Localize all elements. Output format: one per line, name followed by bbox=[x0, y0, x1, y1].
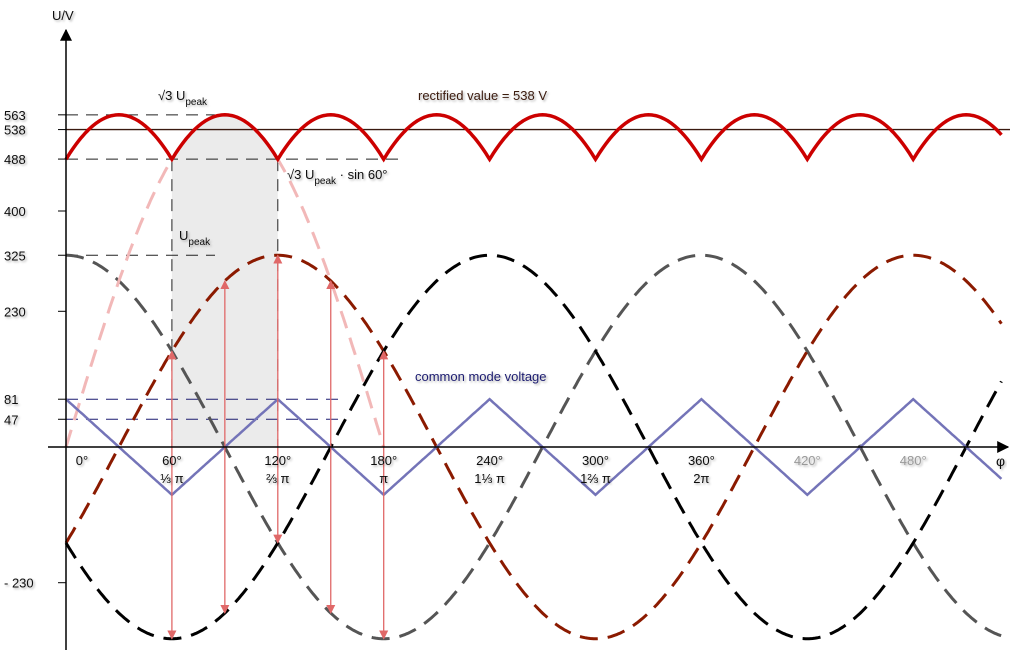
annotation-sqrt3-upeak-sin60-sub: peak bbox=[314, 176, 337, 187]
y-tick-label-text: 47 bbox=[4, 412, 18, 427]
x-tick-label-text: 240° bbox=[476, 453, 503, 468]
series-phase-3 bbox=[64, 253, 1003, 641]
x-tick-label-text: 480° bbox=[900, 453, 927, 468]
annotation-common-mode-voltage-main: common mode voltage bbox=[415, 369, 547, 384]
y-tick-label-text: 538 bbox=[4, 123, 26, 138]
annotation-sqrt3-upeak: √3 Upeak bbox=[158, 88, 208, 108]
x-tick-label: 300° bbox=[582, 453, 609, 468]
y-tick-label-text: 325 bbox=[4, 248, 26, 263]
y-axis-label-text: U/V bbox=[52, 8, 74, 23]
annotation-sqrt3-upeak-sin60-main: √3 U bbox=[287, 167, 314, 182]
x-axis-label-text: φ bbox=[996, 453, 1005, 469]
x-tick-sublabel-text: π bbox=[379, 471, 388, 486]
x-tick-label-text: 300° bbox=[582, 453, 609, 468]
y-tick-label-text: 488 bbox=[4, 152, 26, 167]
y-tick-label-text: 81 bbox=[4, 392, 18, 407]
x-tick-sublabel-text: 1⅔ π bbox=[580, 471, 611, 486]
x-tick-label: 480° bbox=[900, 453, 927, 468]
x-tick-sublabel-text: ⅓ π bbox=[160, 471, 183, 486]
x-tick-label-text: 420° bbox=[794, 453, 821, 468]
x-tick-label: 60° bbox=[162, 453, 182, 468]
y-axis-label: U/V bbox=[52, 8, 74, 23]
annotation-sqrt3-upeak-sub: peak bbox=[185, 97, 208, 108]
y-tick-label-text: 400 bbox=[4, 204, 26, 219]
x-tick-sublabel-text: 2π bbox=[693, 471, 709, 486]
x-tick-label-text: 0° bbox=[76, 453, 88, 468]
y-tick-label-text: 230 bbox=[4, 304, 26, 319]
y-tick-label: - 230 bbox=[4, 576, 34, 591]
x-tick-label-text: 120° bbox=[264, 453, 291, 468]
y-tick-label-text: - 230 bbox=[4, 576, 34, 591]
annotation-upeak: Upeak bbox=[179, 228, 211, 248]
y-tick-label: 400 bbox=[4, 204, 26, 219]
x-tick-sublabel: ⅔ π bbox=[266, 471, 289, 486]
x-tick-label-text: 60° bbox=[162, 453, 182, 468]
x-tick-label: 180° bbox=[370, 453, 397, 468]
annotation-sqrt3-upeak-main: √3 U bbox=[158, 88, 185, 103]
x-tick-label-text: 180° bbox=[370, 453, 397, 468]
x-tick-sublabel: 1⅔ π bbox=[580, 471, 611, 486]
y-tick-label: 488 bbox=[4, 152, 26, 167]
y-tick-label: 563 bbox=[4, 108, 26, 123]
y-tick-label: 47 bbox=[4, 412, 18, 427]
x-tick-sublabel: ⅓ π bbox=[160, 471, 183, 486]
x-tick-label: 360° bbox=[688, 453, 715, 468]
annotation-rectified-value: rectified value = 538 V bbox=[418, 88, 547, 103]
series-phase-2 bbox=[64, 253, 1003, 641]
x-tick-sublabel: 2π bbox=[693, 471, 709, 486]
x-tick-label: 0° bbox=[76, 453, 88, 468]
x-tick-sublabel: 1⅓ π bbox=[474, 471, 505, 486]
y-tick-label: 325 bbox=[4, 248, 26, 263]
x-tick-label: 240° bbox=[476, 453, 503, 468]
y-tick-label: 538 bbox=[4, 123, 26, 138]
x-axis-label: φ bbox=[996, 453, 1005, 469]
x-tick-label: 420° bbox=[794, 453, 821, 468]
x-tick-sublabel: π bbox=[379, 471, 388, 486]
annotation-upeak-main: U bbox=[179, 228, 188, 243]
y-tick-label: 81 bbox=[4, 392, 18, 407]
annotation-common-mode-voltage: common mode voltage bbox=[415, 369, 547, 384]
y-tick-label-text: 563 bbox=[4, 108, 26, 123]
annotation-rectified-value-main: rectified value = 538 V bbox=[418, 88, 547, 103]
x-tick-label-text: 360° bbox=[688, 453, 715, 468]
x-tick-label: 120° bbox=[264, 453, 291, 468]
x-tick-sublabel-text: ⅔ π bbox=[266, 471, 289, 486]
annotation-upeak-sub: peak bbox=[188, 237, 211, 248]
y-tick-label: 230 bbox=[4, 304, 26, 319]
series-rectified-output bbox=[64, 113, 1003, 163]
x-tick-sublabel-text: 1⅓ π bbox=[474, 471, 505, 486]
annotation-sqrt3-upeak-sin60-tail: · sin 60° bbox=[336, 167, 387, 182]
annotation-sqrt3-upeak-sin60: √3 Upeak · sin 60° bbox=[287, 167, 388, 187]
